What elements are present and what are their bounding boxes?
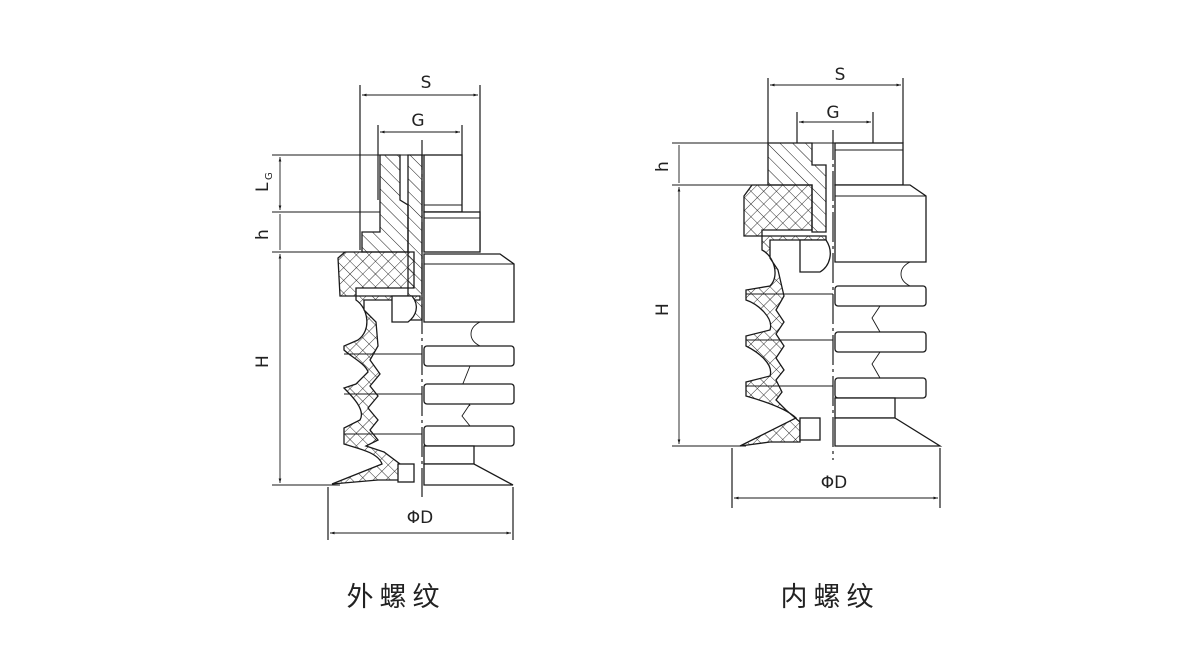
dimension-label-s: S [421,73,432,93]
dimension-label-lg-sub: G [264,172,275,180]
caption-external-thread: 外螺纹 [347,582,446,613]
dimension-label-h: h [253,229,273,240]
dimension-h-right: h [653,145,680,183]
left-exterior-half [423,154,515,486]
dimension-label-lg: L [253,182,273,192]
dimension-label-g: G [411,111,424,131]
right-section-half [739,142,833,447]
dimension-big-h: H [253,254,282,483]
dimension-h: h [253,214,281,250]
right-exterior-half [834,142,943,447]
dimension-label-h-right: h [653,161,673,172]
dimension-g-right: G [796,103,874,143]
left-section-half [331,154,423,485]
dimension-label-s-right: S [835,65,846,85]
dimension-label-g-right: G [826,103,839,123]
dimension-s-right: S [767,65,904,143]
dimension-d-right: ΦD [731,448,941,508]
dimension-d: ΦD [327,487,514,540]
dimension-big-h-right: H [653,187,681,444]
internal-thread-view: S G h H ΦD [653,65,943,613]
dimension-lg: L G [253,157,282,210]
dimension-label-d: ΦD [407,508,433,528]
dimension-label-big-h-right: H [653,303,673,316]
external-thread-view: S G L G h H [253,73,515,613]
dimension-label-d-right: ΦD [821,473,847,493]
caption-internal-thread: 内螺纹 [781,582,880,613]
dimension-label-big-h: H [253,355,273,368]
